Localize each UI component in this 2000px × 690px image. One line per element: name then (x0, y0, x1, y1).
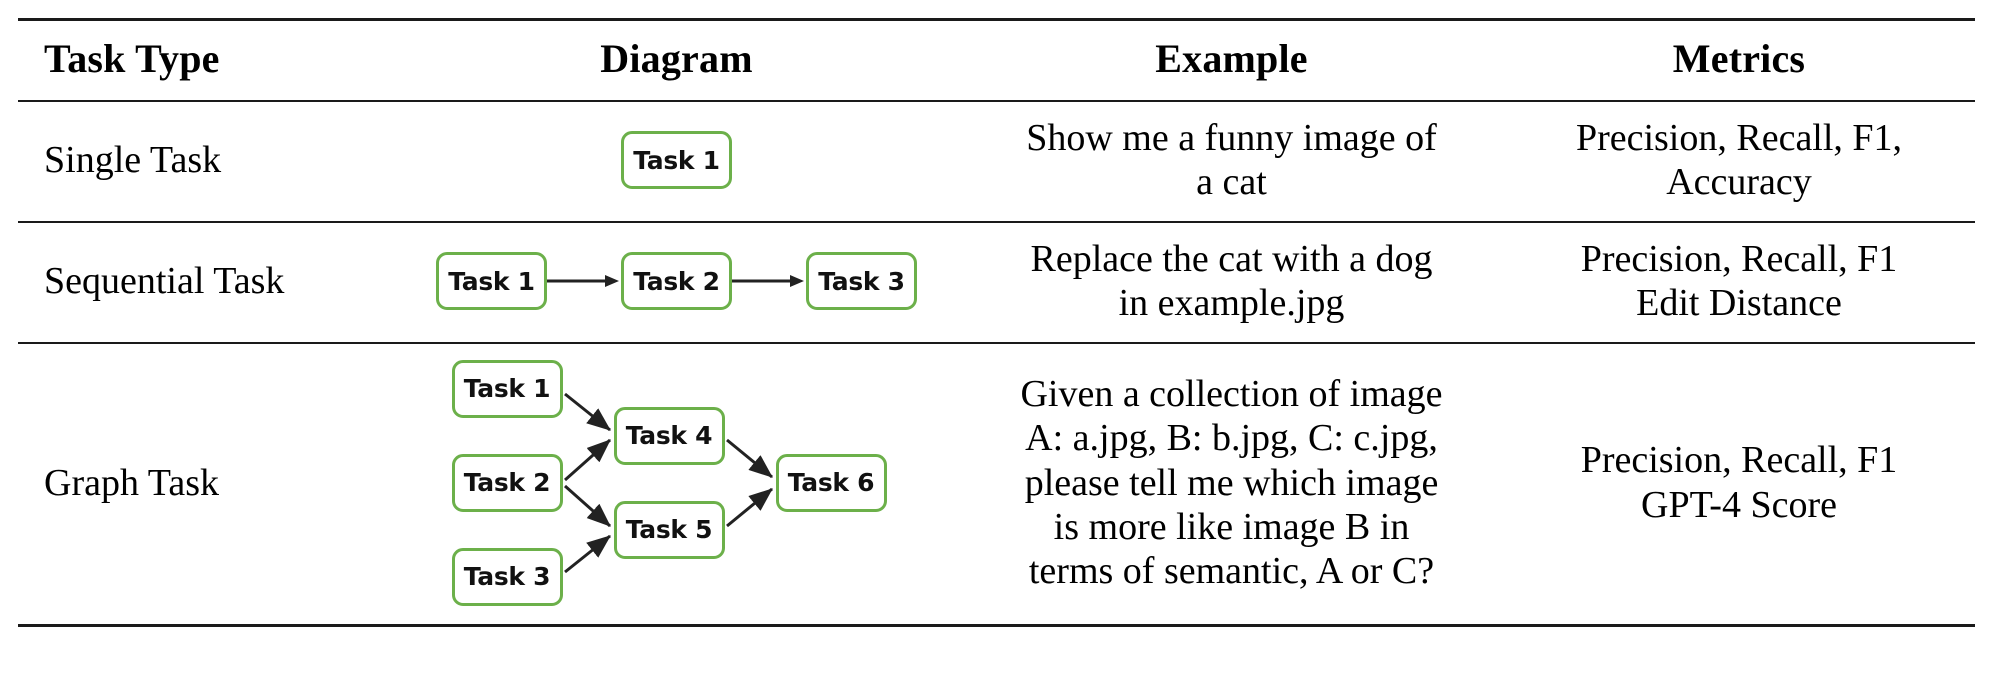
diagram-node-task-1: Task 1 (451, 359, 563, 418)
graph-task-diagram: Task 1 Task 2 Task 3 Task 4 Task 5 Task … (442, 358, 912, 608)
cell-example: Replace the cat with a dog in example.jp… (960, 220, 1503, 343)
bottom-rule (1503, 624, 1975, 628)
example-line: in example.jpg (1118, 282, 1345, 325)
column-header-metrics: Metrics (1503, 18, 1975, 101)
bottom-rule (18, 624, 393, 628)
cell-metrics: Precision, Recall, F1, Accuracy (1503, 100, 1975, 222)
example-line: Given a collection of image (1020, 372, 1443, 415)
diagram-node-task-6: Task 6 (775, 453, 887, 512)
table-header-row: Task Type Diagram Example Metrics (18, 18, 1975, 101)
edge-task1-task4 (563, 392, 611, 431)
example-line: please tell me which image (1024, 461, 1439, 504)
diagram-node-task-5: Task 5 (613, 500, 725, 559)
bottom-rule (393, 624, 960, 628)
metrics-line: GPT-4 Score (1641, 483, 1837, 526)
metrics-line: Precision, Recall, F1 (1580, 237, 1898, 280)
cell-task-type: Single Task (18, 100, 393, 222)
arrow-icon (547, 275, 619, 288)
sequential-task-diagram: Task 1 Task 2 Task 3 (397, 252, 956, 311)
cell-task-type: Graph Task (18, 341, 393, 626)
diagram-node-task-2: Task 2 (621, 252, 732, 311)
table-bottom-rule-row (18, 624, 1975, 628)
table-footer (18, 624, 1975, 628)
cell-diagram: Task 1 Task 2 Task 3 (393, 220, 960, 343)
metrics-line: Edit Distance (1636, 282, 1842, 325)
cell-task-type: Sequential Task (18, 220, 393, 343)
cell-diagram: Task 1 Task 2 Task 3 Task 4 Task 5 Task … (393, 341, 960, 626)
cell-metrics: Precision, Recall, F1 GPT-4 Score (1503, 341, 1975, 626)
example-line: a cat (1196, 161, 1267, 204)
diagram-node-task-1: Task 1 (621, 131, 732, 190)
example-line: terms of semantic, A or C? (1028, 550, 1435, 593)
table-body: Single Task Task 1 Show me a funny image… (18, 100, 1975, 626)
metrics-line: Accuracy (1666, 161, 1812, 204)
diagram-node-task-3: Task 3 (451, 547, 563, 606)
diagram-node-task-4: Task 4 (613, 406, 725, 465)
edge-task3-task5 (563, 534, 611, 573)
arrow-icon (732, 275, 804, 288)
graph-edges (563, 392, 773, 573)
column-header-diagram: Diagram (393, 18, 960, 101)
diagram-node-task-1: Task 1 (436, 252, 547, 311)
table-row: Graph Task (18, 341, 1975, 626)
metrics-line: Precision, Recall, F1, (1575, 117, 1903, 159)
column-header-task-type: Task Type (18, 18, 393, 101)
example-line: Show me a funny image of (1026, 117, 1437, 159)
single-task-diagram: Task 1 (397, 131, 956, 190)
edge-task5-task6 (725, 487, 773, 527)
task-type-table: Task Type Diagram Example Metrics Single… (18, 18, 1975, 628)
example-line: A: a.jpg, B: b.jpg, C: c.jpg, (1025, 417, 1438, 460)
edge-task2-task4 (563, 438, 611, 481)
example-line: Replace the cat with a dog (1030, 237, 1433, 280)
column-header-example: Example (960, 18, 1503, 101)
diagram-node-task-3: Task 3 (806, 252, 917, 311)
example-line: is more like image B in (1053, 506, 1410, 549)
metrics-line: Precision, Recall, F1 (1580, 439, 1898, 482)
cell-diagram: Task 1 (393, 100, 960, 222)
table-row: Single Task Task 1 Show me a funny image… (18, 100, 1975, 222)
bottom-rule (960, 624, 1503, 628)
cell-example: Given a collection of image A: a.jpg, B:… (960, 341, 1503, 626)
table-row: Sequential Task Task 1 Task 2 (18, 220, 1975, 343)
diagram-node-task-2: Task 2 (451, 453, 563, 512)
edge-task2-task5 (563, 484, 611, 527)
cell-metrics: Precision, Recall, F1 Edit Distance (1503, 220, 1975, 343)
edge-task4-task6 (725, 438, 773, 478)
cell-example: Show me a funny image of a cat (960, 100, 1503, 222)
table-header: Task Type Diagram Example Metrics (18, 18, 1975, 101)
